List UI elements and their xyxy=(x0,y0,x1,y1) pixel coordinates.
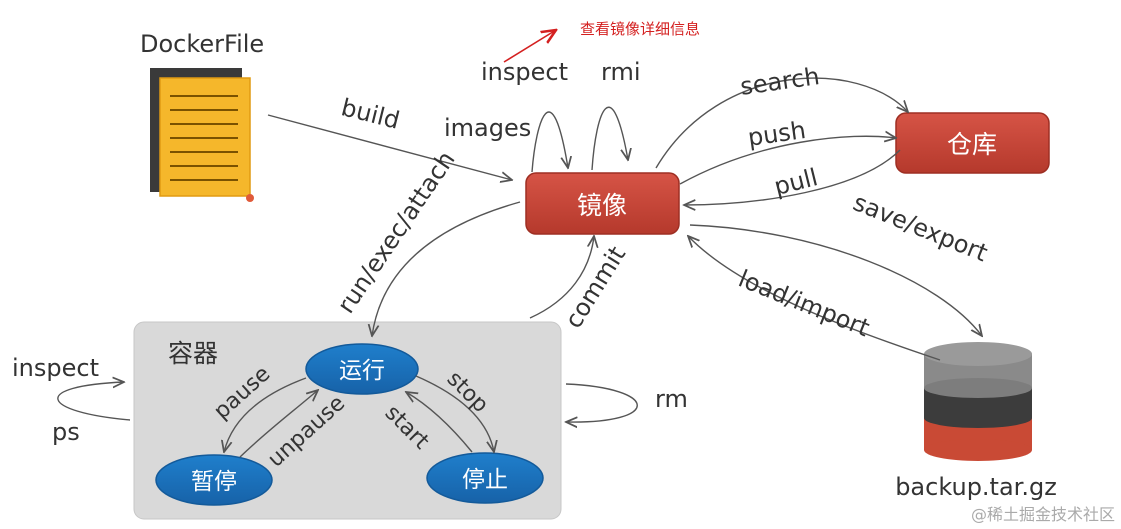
paused-node-label: 暂停 xyxy=(191,469,237,495)
watermark: @稀土掘金技术社区 xyxy=(971,505,1115,524)
images-label: images xyxy=(444,114,531,142)
search-label: search xyxy=(738,62,821,101)
backup-label: backup.tar.gz xyxy=(895,473,1057,501)
pause-arrow xyxy=(224,377,307,452)
dockerfile-icon xyxy=(150,68,251,197)
run-exec-attach-label: run/exec/attach xyxy=(332,146,461,318)
image-node-label: 镜像 xyxy=(577,191,627,220)
unpause-arrow xyxy=(239,390,318,458)
annotation-arrow xyxy=(503,30,556,63)
push-arrow xyxy=(679,136,896,185)
container-group-label: 容器 xyxy=(168,339,218,368)
rm-label: rm xyxy=(655,385,688,413)
push-label: push xyxy=(746,116,808,152)
load-import-arrow xyxy=(688,236,941,361)
build-arrow xyxy=(267,114,512,180)
image-node[interactable]: 镜像 xyxy=(525,172,680,235)
inspect-container-label: inspect xyxy=(12,354,99,382)
run-exec-attach-arrow xyxy=(372,201,521,336)
database-icon xyxy=(924,342,1032,461)
rmi-arrow xyxy=(591,106,628,171)
pull-label: pull xyxy=(771,163,820,201)
load-import-label: load/import xyxy=(734,264,873,342)
commit-label: commit xyxy=(559,241,631,333)
registry-node[interactable]: 仓库 xyxy=(895,112,1050,174)
stop-arrow xyxy=(415,375,494,452)
stopped-node-label: 停止 xyxy=(462,467,508,493)
pull-arrow xyxy=(684,149,901,205)
annotation-note: 查看镜像详细信息 xyxy=(580,20,700,38)
inspect-image-label: inspect xyxy=(481,58,568,86)
paused-node[interactable]: 暂停 xyxy=(155,454,273,506)
running-node-label: 运行 xyxy=(339,358,385,384)
rm-arrow xyxy=(566,383,638,422)
running-node[interactable]: 运行 xyxy=(305,343,419,395)
save-export-arrow xyxy=(689,224,982,336)
registry-node-label: 仓库 xyxy=(947,130,997,159)
commit-arrow xyxy=(529,236,594,319)
cursor-dot-icon xyxy=(246,194,254,202)
stopped-node[interactable]: 停止 xyxy=(426,452,544,504)
inspect-ps-arrow xyxy=(57,382,131,421)
rmi-label: rmi xyxy=(601,58,641,86)
dockerfile-title: DockerFile xyxy=(140,30,264,58)
build-label: build xyxy=(338,93,402,134)
save-export-label: save/export xyxy=(849,188,991,267)
search-arrow xyxy=(655,77,908,169)
ps-label: ps xyxy=(52,418,80,446)
start-arrow xyxy=(406,392,473,453)
images-arrow xyxy=(531,111,568,173)
